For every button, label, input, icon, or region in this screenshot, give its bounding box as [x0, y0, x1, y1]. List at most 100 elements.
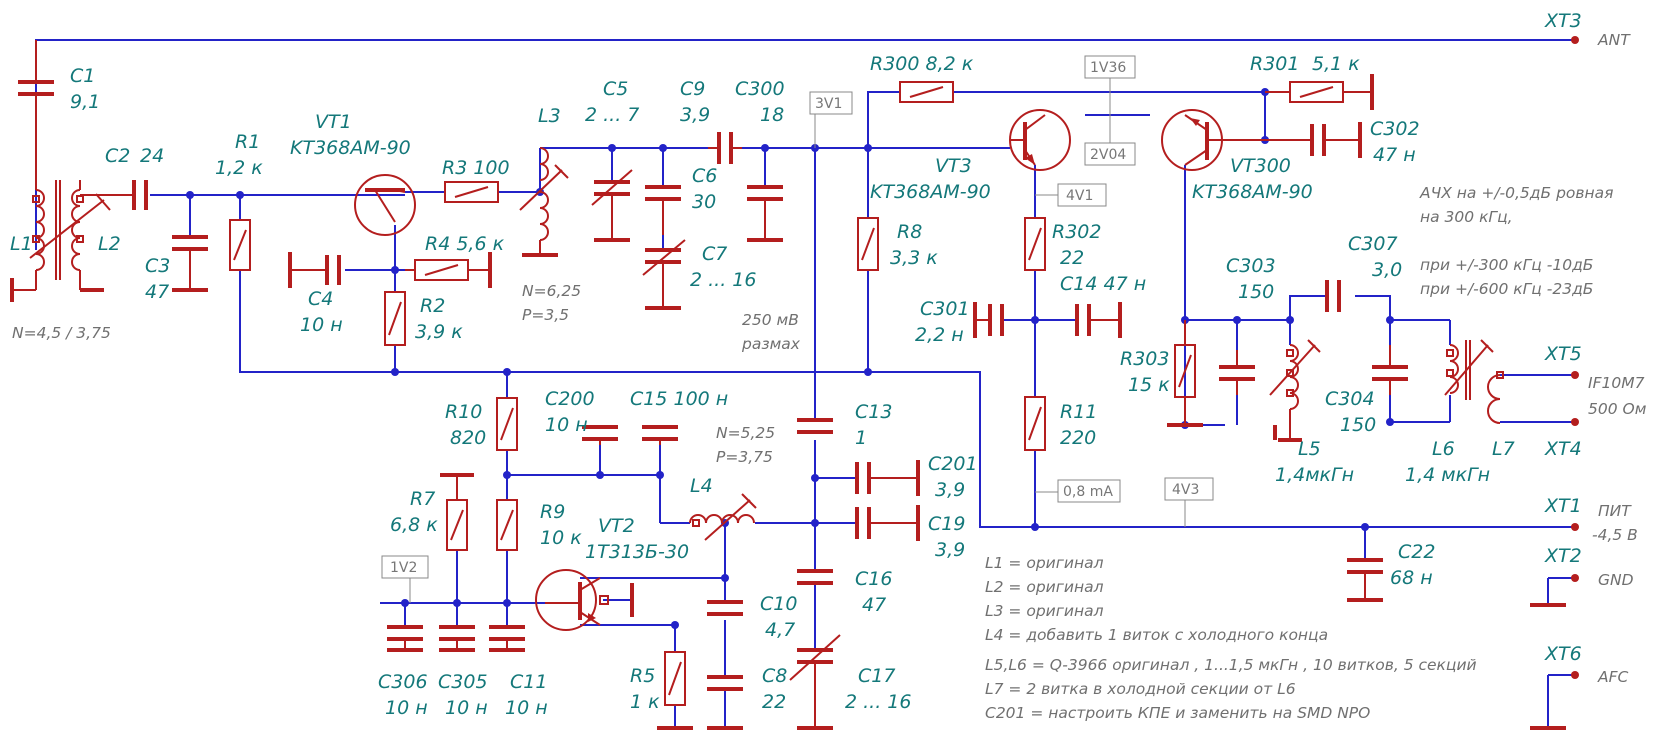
- note-l4-turns: N=5,25: [716, 424, 775, 442]
- testpoint-1v36: 1V36: [1090, 60, 1126, 76]
- label-l3: L3: [538, 105, 561, 127]
- test-points: 1V36 3V1 2V04 4V1 0,8 mA 4V3 1V2: [381, 55, 1214, 603]
- label-r1-ref: R1: [235, 131, 260, 153]
- connector-xt6-ref: XT6: [1544, 643, 1582, 665]
- testpoint-4v1: 4V1: [1066, 188, 1093, 204]
- testpoint-3v1: 3V1: [815, 96, 842, 112]
- connector-xt1-name: ПИТ: [1598, 502, 1632, 520]
- footnote-l1: L1 = оригинал: [985, 554, 1104, 572]
- label-r302-ref: R302: [1052, 221, 1101, 243]
- note-response-2: на 300 кГц,: [1420, 208, 1513, 226]
- label-l5-value: 1,4мкГн: [1275, 464, 1354, 486]
- label-c3-ref: C3: [145, 255, 170, 277]
- connector-xt5-name: IF10M7: [1588, 374, 1645, 392]
- component-labels: C1 9,1 C2 24 C3 47 L1 L2 R1 1,2 к VT1 KT…: [10, 53, 1515, 719]
- label-vt2-ref: VT2: [598, 515, 635, 537]
- label-r11-ref: R11: [1060, 401, 1097, 423]
- label-r9-value: 10 к: [540, 527, 582, 549]
- label-l2: L2: [98, 233, 121, 255]
- label-r10-ref: R10: [445, 401, 482, 423]
- note-l3-turns: N=6,25: [522, 282, 581, 300]
- label-r11-value: 220: [1060, 427, 1096, 449]
- response-notes: АЧХ на +/-0,5дБ ровная на 300 кГц, при +…: [1419, 184, 1613, 298]
- label-c9-ref: C9: [680, 78, 705, 100]
- label-c6-value: 30: [692, 191, 716, 213]
- label-r4: R4 5,6 к: [425, 233, 505, 255]
- label-c200-ref: C200: [545, 388, 595, 410]
- label-r303-value: 15 к: [1128, 374, 1170, 396]
- footnote-l2: L2 = оригинал: [985, 578, 1104, 596]
- label-c303-value: 150: [1238, 281, 1274, 303]
- label-c200-value: 10 н: [545, 414, 588, 436]
- label-r300: R300 8,2 к: [870, 53, 974, 75]
- label-r9-ref: R9: [540, 501, 565, 523]
- footnote-l5-l6: L5,L6 = Q-3966 оригинал , 1...1,5 мкГн ,…: [985, 656, 1477, 674]
- label-r2-ref: R2: [420, 295, 445, 317]
- note-swing-value: 250 мВ: [742, 311, 799, 329]
- footnote-l7: L7 = 2 витка в холодной секции от L6: [985, 680, 1296, 698]
- connector-xt1-ref: XT1: [1544, 495, 1582, 517]
- connector-xt3-name: ANT: [1597, 31, 1631, 49]
- label-c306-ref: C306: [378, 671, 428, 693]
- connector-xt4-name: 500 Ом: [1588, 400, 1647, 418]
- testpoint-2v04: 2V04: [1090, 147, 1126, 163]
- label-c2-value: 24: [140, 145, 164, 167]
- label-r303-ref: R303: [1120, 348, 1169, 370]
- components: [10, 36, 1579, 730]
- label-c3-value: 47: [145, 281, 169, 303]
- label-c300-ref: C300: [735, 78, 785, 100]
- label-l1: L1: [10, 233, 33, 255]
- label-c201-ref: C201: [928, 453, 978, 475]
- label-r302-value: 22: [1060, 247, 1084, 269]
- footnotes: L1 = оригинал L2 = оригинал L3 = оригина…: [985, 554, 1477, 722]
- label-vt2-value: 1T313Б-30: [585, 541, 689, 563]
- label-c16-ref: C16: [855, 568, 892, 590]
- label-c22-value: 68 н: [1390, 567, 1433, 589]
- note-response-3: при +/-300 кГц -10дБ: [1420, 256, 1593, 274]
- junction-dots: [186, 88, 1394, 629]
- label-vt1-ref: VT1: [315, 111, 352, 133]
- label-r7-value: 6,8 к: [390, 514, 438, 536]
- label-c11-value: 10 н: [505, 697, 548, 719]
- label-c304-ref: C304: [1325, 388, 1375, 410]
- label-c1-value: 9,1: [70, 91, 100, 113]
- label-r7-ref: R7: [410, 488, 435, 510]
- label-c6-ref: C6: [692, 165, 717, 187]
- label-l4: L4: [690, 475, 713, 497]
- label-r10-value: 820: [450, 427, 486, 449]
- label-c8-ref: C8: [762, 665, 787, 687]
- connector-xt3-ref: XT3: [1544, 10, 1582, 32]
- connector-xt4-ref: XT4: [1544, 438, 1582, 460]
- connector-xt6-name: AFC: [1597, 668, 1629, 686]
- label-c19-ref: C19: [928, 513, 965, 535]
- label-c7-ref: C7: [702, 243, 727, 265]
- label-c2-ref: C2: [105, 145, 130, 167]
- testpoint-4v3: 4V3: [1172, 482, 1199, 498]
- testpoint-current: 0,8 mA: [1063, 484, 1113, 500]
- label-vt3-value: KT368AM-90: [870, 181, 991, 203]
- label-c301-value: 2,2 н: [915, 324, 964, 346]
- label-c302-ref: C302: [1370, 118, 1420, 140]
- label-r5-value: 1 к: [630, 691, 660, 713]
- label-c13-ref: C13: [855, 401, 892, 423]
- label-c7-value: 2 ... 16: [690, 269, 756, 291]
- note-response-4: при +/-600 кГц -23дБ: [1420, 280, 1593, 298]
- label-c17-value: 2 ... 16: [845, 691, 911, 713]
- label-r3: R3 100: [442, 157, 510, 179]
- label-c304-value: 150: [1340, 414, 1376, 436]
- note-l1-l2-turns: N=4,5 / 3,75: [12, 324, 111, 342]
- footnote-c201: C201 = настроить КПЕ и заменить на SMD N…: [985, 704, 1370, 722]
- label-vt1-value: KT368AM-90: [290, 137, 411, 159]
- label-c305-value: 10 н: [445, 697, 488, 719]
- connector-labels: XT3 ANT XT5 IF10M7 XT4 500 Ом XT1 ПИТ -4…: [1544, 10, 1647, 686]
- label-l7: L7: [1492, 438, 1515, 460]
- label-r2-value: 3,9 к: [415, 321, 463, 343]
- note-swing-label: размах: [741, 335, 801, 353]
- label-c9-value: 3,9: [680, 104, 710, 126]
- label-c300-value: 18: [760, 104, 784, 126]
- label-vt300-ref: VT300: [1230, 155, 1291, 177]
- label-c301-ref: C301: [920, 298, 970, 320]
- label-l6-value: 1,4 мкГн: [1405, 464, 1490, 486]
- footnote-l4: L4 = добавить 1 виток с холодного конца: [985, 626, 1328, 644]
